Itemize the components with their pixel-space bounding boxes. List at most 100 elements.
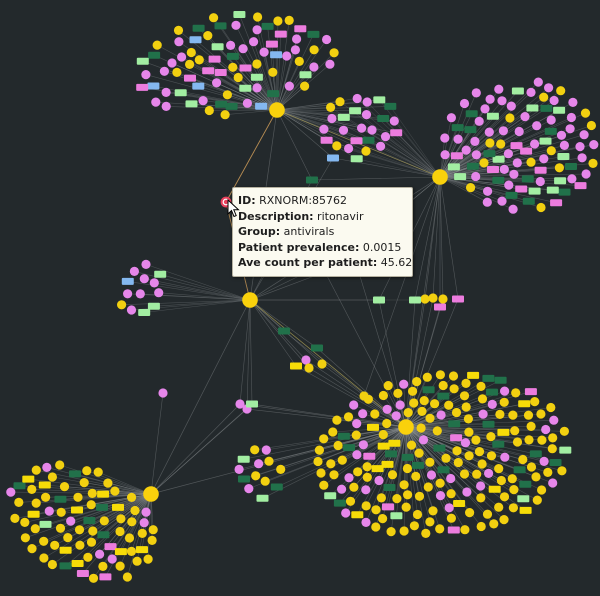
graph-node[interactable] (185, 59, 195, 69)
graph-node-rect[interactable] (492, 440, 505, 448)
graph-node[interactable] (403, 490, 413, 500)
graph-node[interactable] (435, 524, 445, 534)
graph-node-rect[interactable] (448, 420, 461, 428)
graph-node[interactable] (579, 130, 589, 140)
graph-node[interactable] (317, 359, 327, 369)
graph-node[interactable] (282, 51, 292, 61)
graph-node[interactable] (235, 399, 245, 409)
graph-node-rect[interactable] (486, 112, 499, 120)
graph-node[interactable] (159, 66, 169, 76)
graph-node-rect[interactable] (239, 64, 252, 72)
graph-node-rect[interactable] (450, 434, 463, 442)
graph-node[interactable] (220, 110, 230, 120)
graph-node[interactable] (98, 561, 108, 572)
graph-node[interactable] (498, 126, 508, 136)
graph-node-rect[interactable] (246, 400, 258, 408)
graph-node[interactable] (167, 58, 177, 68)
graph-node[interactable] (319, 124, 329, 134)
graph-node-rect[interactable] (83, 517, 96, 524)
graph-node-rect[interactable] (466, 162, 479, 170)
graph-node-rect[interactable] (147, 302, 160, 310)
graph-node[interactable] (425, 457, 435, 467)
graph-node[interactable] (408, 386, 418, 396)
graph-node-rect[interactable] (513, 466, 526, 474)
graph-node[interactable] (506, 101, 516, 111)
graph-node[interactable] (510, 426, 520, 436)
graph-node[interactable] (497, 96, 507, 106)
graph-node[interactable] (547, 444, 557, 454)
graph-node[interactable] (554, 163, 565, 173)
graph-node[interactable] (446, 489, 456, 499)
graph-node[interactable] (409, 521, 419, 531)
graph-node[interactable] (435, 370, 445, 380)
graph-node[interactable] (244, 484, 254, 494)
graph-node[interactable] (546, 115, 556, 125)
graph-node-rect[interactable] (377, 442, 390, 450)
graph-node[interactable] (476, 493, 486, 503)
graph-node-rect[interactable] (451, 124, 464, 132)
graph-node[interactable] (386, 527, 396, 537)
graph-node[interactable] (378, 514, 388, 524)
graph-node[interactable] (383, 381, 393, 391)
graph-node-rect[interactable] (447, 163, 460, 171)
graph-node[interactable] (127, 492, 137, 502)
graph-node[interactable] (357, 123, 367, 133)
graph-node[interactable] (309, 62, 319, 72)
graph-node-rect[interactable] (550, 199, 563, 207)
graph-node[interactable] (389, 116, 399, 126)
graph-node-rect[interactable] (237, 455, 250, 463)
graph-node-rect[interactable] (148, 51, 161, 59)
graph-node[interactable] (499, 164, 509, 174)
graph-node[interactable] (358, 409, 368, 419)
graph-node-rect[interactable] (529, 450, 542, 458)
graph-node[interactable] (428, 506, 438, 516)
graph-node[interactable] (82, 466, 92, 476)
graph-node[interactable] (499, 492, 510, 502)
graph-node[interactable] (537, 435, 547, 445)
graph-node-rect[interactable] (99, 573, 112, 581)
graph-node[interactable] (486, 451, 497, 461)
graph-node[interactable] (500, 452, 510, 462)
graph-node-rect[interactable] (238, 475, 250, 483)
graph-node[interactable] (471, 88, 481, 98)
graph-node-rect[interactable] (511, 87, 524, 95)
graph-node-rect[interactable] (373, 296, 385, 304)
graph-node[interactable] (539, 92, 549, 102)
graph-node-rect[interactable] (214, 69, 227, 76)
graph-node[interactable] (403, 408, 413, 418)
graph-node[interactable] (406, 440, 417, 450)
graph-node[interactable] (143, 554, 153, 564)
graph-node[interactable] (27, 484, 37, 494)
graph-node-rect[interactable] (114, 548, 127, 556)
graph-node-rect[interactable] (307, 30, 320, 38)
graph-node[interactable] (499, 515, 509, 525)
graph-node[interactable] (325, 59, 335, 69)
graph-node[interactable] (376, 141, 386, 151)
graph-node[interactable] (393, 388, 403, 398)
graph-node[interactable] (127, 517, 137, 527)
graph-node[interactable] (141, 507, 151, 517)
graph-node-rect[interactable] (482, 420, 495, 428)
graph-node[interactable] (399, 526, 409, 536)
graph-node[interactable] (56, 507, 66, 517)
graph-node[interactable] (526, 421, 536, 431)
graph-node[interactable] (124, 533, 135, 543)
graph-node[interactable] (99, 516, 109, 526)
graph-node[interactable] (588, 158, 598, 168)
graph-node[interactable] (438, 294, 448, 304)
graph-node-rect[interactable] (337, 113, 350, 121)
graph-node[interactable] (474, 447, 485, 457)
graph-node-rect[interactable] (274, 30, 287, 38)
graph-node[interactable] (290, 45, 300, 55)
graph-node[interactable] (337, 455, 347, 465)
graph-node-rect[interactable] (225, 102, 238, 110)
graph-node[interactable] (341, 508, 351, 518)
graph-node[interactable] (391, 411, 401, 421)
graph-node[interactable] (259, 47, 269, 57)
graph-node[interactable] (361, 501, 371, 511)
graph-node[interactable] (147, 535, 157, 546)
graph-node-rect[interactable] (483, 150, 496, 158)
graph-node[interactable] (332, 415, 342, 425)
graph-node[interactable] (536, 409, 546, 419)
graph-node[interactable] (496, 139, 506, 149)
